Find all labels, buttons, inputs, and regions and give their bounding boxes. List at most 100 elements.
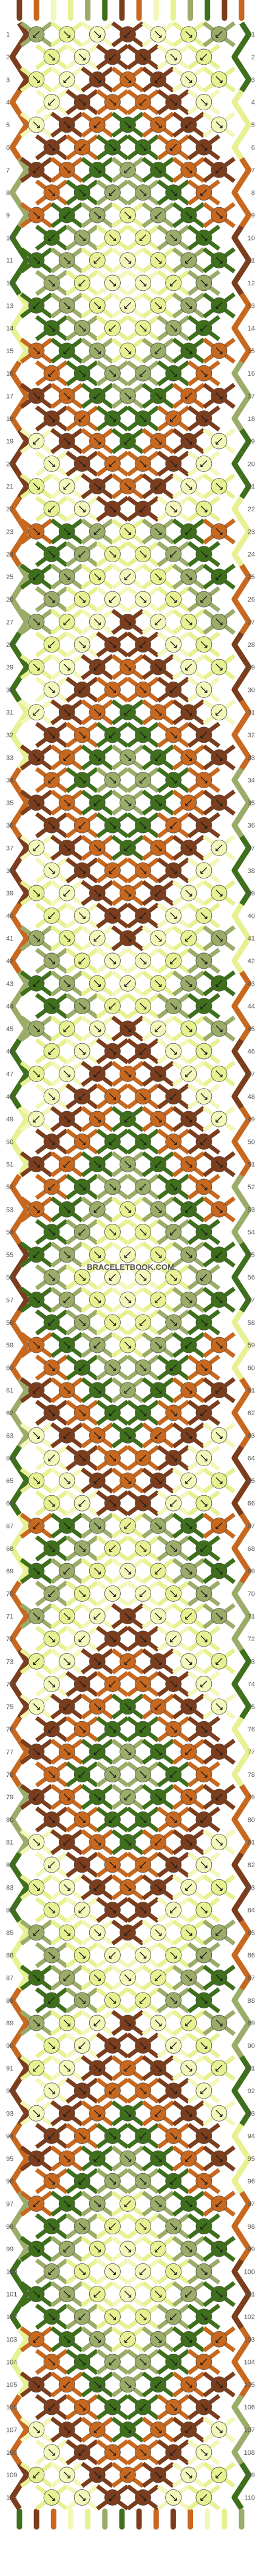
row-number-left: 102 xyxy=(6,2314,17,2321)
arrow-icon xyxy=(215,166,223,174)
knot xyxy=(187,2077,221,2104)
arrow-icon xyxy=(185,1341,192,1349)
arrow-icon xyxy=(93,754,101,761)
knot xyxy=(202,473,236,500)
arrow-icon xyxy=(155,1793,162,1801)
arrow-icon xyxy=(139,1183,147,1190)
edge-string xyxy=(239,1558,252,1584)
arrow-icon xyxy=(93,709,101,716)
arrow-icon xyxy=(154,889,162,897)
edge-string xyxy=(239,21,252,47)
row-number-left: 76 xyxy=(6,1726,13,1733)
knot xyxy=(111,1829,144,1856)
arrow-icon xyxy=(78,1183,86,1190)
knot xyxy=(141,1196,175,1223)
arrow-icon xyxy=(78,1499,86,1507)
row-number-left: 100 xyxy=(6,2268,17,2276)
knot xyxy=(96,1851,129,1878)
knot xyxy=(141,2055,175,2082)
edge-string xyxy=(17,2461,30,2488)
arrow-icon xyxy=(33,980,40,987)
row-number-right: 12 xyxy=(248,280,255,287)
knot xyxy=(96,1173,129,1200)
edge-string xyxy=(239,609,252,635)
arrow-icon xyxy=(155,709,162,716)
knot xyxy=(187,902,221,929)
knot xyxy=(111,744,144,771)
knot xyxy=(50,428,84,454)
row-number-left: 52 xyxy=(6,1184,13,1191)
arrow-icon xyxy=(109,505,117,513)
knot xyxy=(96,767,129,794)
arrow-icon xyxy=(215,1070,223,1078)
arrow-icon xyxy=(170,1681,177,1688)
arrow-icon xyxy=(185,528,192,535)
arrow-icon xyxy=(48,1725,55,1733)
arrow-icon xyxy=(185,1432,192,1439)
knot xyxy=(111,1467,144,1494)
arrow-icon xyxy=(78,2449,86,2456)
knot xyxy=(66,179,99,206)
knot xyxy=(126,541,160,568)
knot xyxy=(172,2010,205,2036)
row-number-left: 89 xyxy=(6,2020,13,2027)
knot xyxy=(187,1264,221,1290)
knot xyxy=(172,1558,205,1584)
row-number-right: 11 xyxy=(248,257,255,265)
knot xyxy=(19,1377,53,1404)
edge-string xyxy=(239,1874,252,1900)
knot xyxy=(35,496,69,522)
knot xyxy=(19,247,53,274)
row-number-right: 38 xyxy=(248,868,255,875)
knot xyxy=(202,925,236,952)
arrow-icon xyxy=(200,144,208,151)
knot xyxy=(66,1445,99,1472)
knot xyxy=(66,1716,99,1742)
arrow-icon xyxy=(109,1681,116,1688)
knot xyxy=(81,1648,114,1675)
knot xyxy=(111,2236,144,2262)
knot xyxy=(96,1399,129,1426)
edge-string xyxy=(239,67,252,93)
arrow-icon xyxy=(78,415,86,422)
row-number-right: 71 xyxy=(248,1613,255,1621)
edge-string xyxy=(231,722,244,748)
arrow-icon xyxy=(63,31,70,38)
knot xyxy=(202,1558,236,1584)
knot xyxy=(96,676,129,703)
arrow-icon xyxy=(93,2155,101,2162)
arrow-icon xyxy=(200,2313,208,2320)
edge-string xyxy=(231,405,244,431)
knot xyxy=(111,2371,144,2398)
knot xyxy=(126,44,160,70)
arrow-icon xyxy=(93,1522,101,1530)
arrow-icon xyxy=(93,2019,101,2027)
knot xyxy=(19,382,53,409)
arrow-icon xyxy=(140,1907,147,1914)
knot xyxy=(157,857,190,884)
knot xyxy=(50,473,84,500)
edge-string xyxy=(9,1038,22,1064)
knot xyxy=(141,1738,175,1765)
edge-string xyxy=(239,1061,252,1087)
row-number-right: 21 xyxy=(248,483,255,491)
arrow-icon xyxy=(109,99,117,106)
arrow-icon xyxy=(48,1635,55,1642)
arrow-icon xyxy=(109,822,117,829)
knot xyxy=(187,1580,221,1607)
edge-string xyxy=(231,1987,244,2013)
edge-string xyxy=(17,1874,30,1900)
knot xyxy=(50,1693,84,1720)
arrow-icon xyxy=(154,211,162,219)
arrow-icon xyxy=(48,53,55,61)
row-number-right: 102 xyxy=(244,2314,255,2321)
arrow-icon xyxy=(215,844,223,852)
knot xyxy=(157,1625,190,1652)
arrow-icon xyxy=(48,1771,55,1778)
edge-string xyxy=(17,971,30,997)
knot xyxy=(187,2349,221,2375)
arrow-icon xyxy=(140,1229,147,1236)
knot xyxy=(81,2055,114,2082)
knot xyxy=(157,2303,190,2330)
edge-string xyxy=(9,1761,22,1787)
